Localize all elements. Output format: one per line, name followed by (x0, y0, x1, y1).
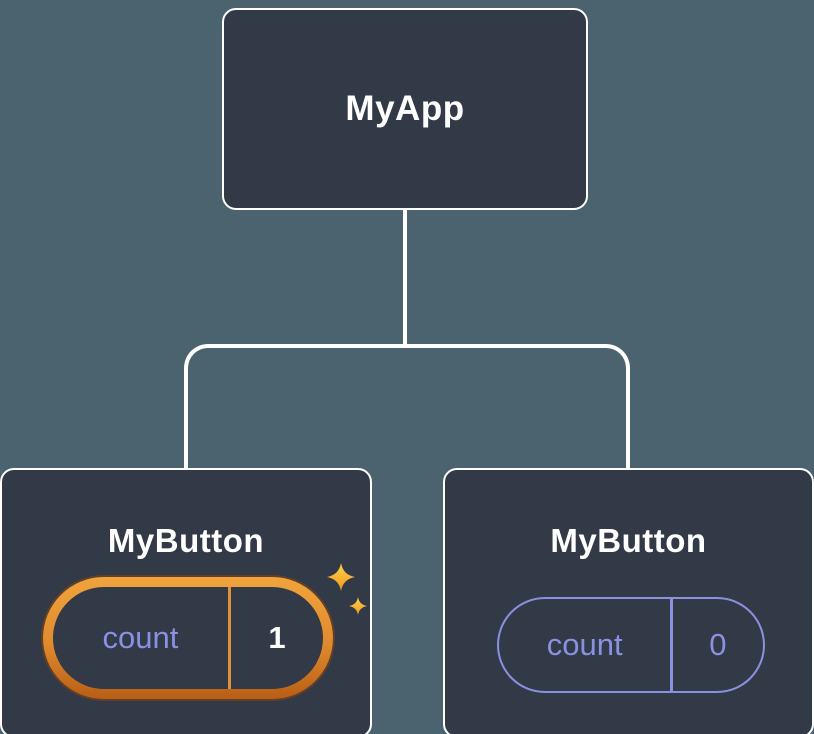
state-value: 0 (709, 627, 727, 662)
state-value: 1 (268, 620, 286, 655)
pill-divider (227, 587, 231, 689)
node-mybutton-left: MyButton count 1 (0, 468, 372, 734)
state-pill-highlight-ring: count 1 (43, 577, 333, 699)
state-key-label: count (102, 620, 179, 655)
root-node-label: MyApp (345, 89, 465, 128)
node-mybutton-right: MyButton count 0 (443, 468, 814, 734)
child-node-label: MyButton (107, 522, 265, 559)
connector-stem (403, 210, 407, 348)
state-key-label: count (546, 627, 623, 662)
connector-branch (184, 344, 630, 474)
state-pill-plain: count 0 (497, 597, 765, 693)
sparkles-icon (327, 563, 367, 615)
child-node-label: MyButton (550, 522, 707, 559)
pill-divider (670, 599, 673, 691)
state-pill-highlighted: count 1 (53, 587, 323, 689)
node-myapp: MyApp (222, 8, 588, 210)
